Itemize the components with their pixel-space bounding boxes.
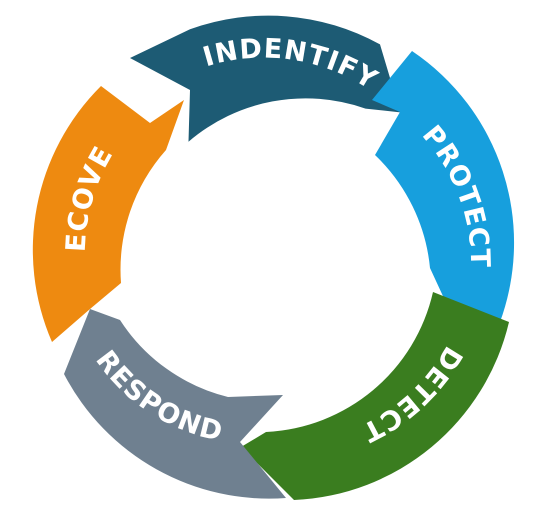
- segment-respond: RESPOND: [64, 309, 286, 499]
- segment-protect: PROTECT: [372, 51, 515, 322]
- identify-arrow-shape: [130, 15, 401, 142]
- segment-identify: INDENTIFY: [130, 15, 401, 142]
- detect-arrow-shape: [241, 292, 509, 500]
- respond-arrow-shape: [64, 309, 286, 499]
- recover-arrow-shape: [32, 86, 184, 342]
- protect-arrow-shape: [372, 51, 515, 322]
